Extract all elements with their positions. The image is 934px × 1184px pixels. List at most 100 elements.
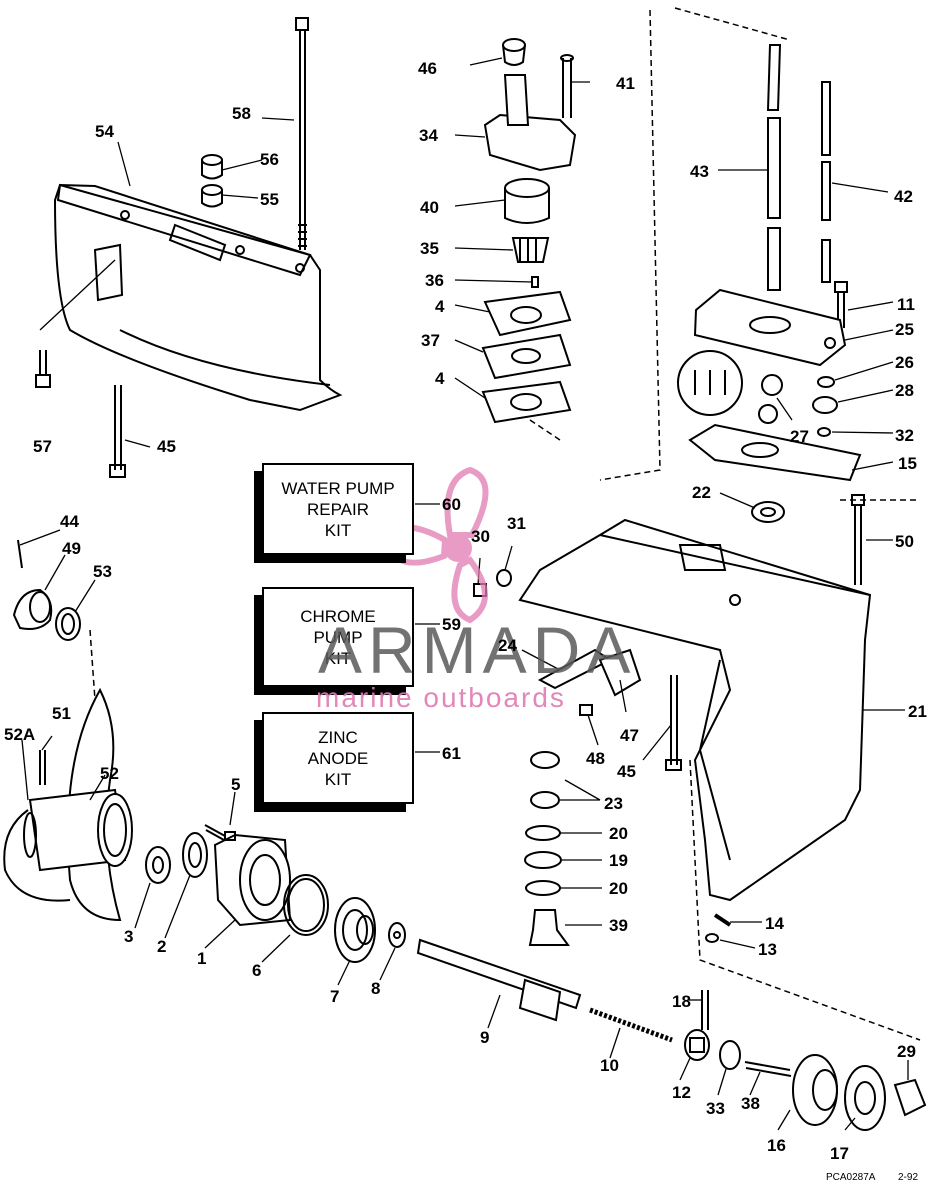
label-55: 55 [260, 190, 279, 209]
gearcase-21 [518, 518, 872, 902]
label-9: 9 [480, 1028, 490, 1047]
thrust-bearing-19 [524, 851, 562, 869]
label-20-bottom: 20 [609, 879, 628, 898]
o-ring-6 [283, 874, 329, 936]
kit-line: KIT [324, 520, 352, 540]
label-14: 14 [765, 914, 784, 933]
kit-line: PUMP [313, 627, 363, 647]
grommet-55 [201, 184, 223, 208]
thrust-washer-20-bottom [525, 880, 561, 896]
seal-26 [817, 376, 835, 388]
cover-25 [693, 288, 847, 367]
washer-53 [55, 607, 81, 641]
kit-line: KIT [324, 769, 352, 789]
seal-detail-icon [677, 350, 743, 416]
bearing-22 [751, 501, 785, 523]
pin-18 [701, 990, 709, 1030]
stud-45-left [109, 385, 126, 478]
label-53: 53 [93, 562, 112, 581]
zinc-anode-kit-box: ZINC ANODE KIT [262, 712, 414, 804]
label-45-right: 45 [617, 762, 636, 781]
leader-lines [19, 57, 909, 1131]
label-19: 19 [609, 851, 628, 870]
thrust-washer-20-top [525, 825, 561, 841]
label-41: 41 [616, 74, 635, 93]
seal-2 [182, 832, 208, 878]
label-13: 13 [758, 940, 777, 959]
label-36: 36 [425, 271, 444, 290]
label-37: 37 [421, 331, 440, 350]
bearings-23 [530, 751, 560, 809]
long-bolt-58 [295, 17, 309, 250]
key-36 [531, 276, 539, 288]
label-34: 34 [419, 126, 438, 145]
stud-50 [851, 494, 865, 585]
impeller-35 [511, 237, 550, 263]
screw-41 [560, 54, 574, 118]
bearing-carrier-1 [213, 833, 292, 927]
label-7: 7 [330, 987, 340, 1006]
clutch-dog-12 [684, 1029, 710, 1061]
label-49: 49 [62, 539, 81, 558]
label-39: 39 [609, 916, 628, 935]
label-25: 25 [895, 320, 914, 339]
label-27: 27 [790, 427, 809, 446]
label-32: 32 [895, 426, 914, 445]
label-18: 18 [672, 992, 691, 1011]
watermark-brand: ARMADA [318, 613, 637, 687]
label-33: 33 [706, 1099, 725, 1118]
gasket-4-top [483, 290, 572, 337]
label-57: 57 [33, 437, 52, 456]
label-22: 22 [692, 483, 711, 502]
plate-37 [481, 333, 572, 380]
anode-47 [598, 648, 642, 697]
label-26: 26 [895, 353, 914, 372]
cotter-pin-44 [17, 539, 23, 569]
screw-48 [579, 704, 593, 716]
screw-57 [35, 350, 51, 388]
shift-rod-42 [821, 81, 831, 283]
label-52: 52 [100, 764, 119, 783]
label-4-bottom: 4 [435, 369, 445, 388]
label-1: 1 [197, 949, 207, 968]
label-50: 50 [895, 532, 914, 551]
label-3: 3 [124, 927, 134, 946]
label-61: 61 [442, 744, 461, 763]
driveshaft-43 [766, 44, 782, 291]
pinion-39 [528, 909, 570, 946]
label-59: 59 [442, 615, 461, 634]
kit-line: ANODE [307, 748, 369, 768]
label-12: 12 [672, 1083, 691, 1102]
kit-line: CHROME [300, 606, 376, 626]
bearing-17 [844, 1065, 886, 1131]
spring-10 [589, 1007, 673, 1043]
label-52a: 52A [4, 725, 36, 744]
label-6: 6 [252, 961, 262, 980]
retainer-33 [719, 1040, 741, 1070]
divider-lines [89, 7, 921, 1041]
label-47: 47 [620, 726, 639, 745]
label-24: 24 [498, 636, 517, 655]
thrust-washer-3 [145, 846, 171, 884]
screw-5 [204, 824, 236, 841]
pin-51 [39, 750, 46, 785]
kit-line: WATER PUMP [281, 478, 395, 498]
label-58: 58 [232, 104, 251, 123]
forward-gear-7 [334, 897, 376, 963]
label-16: 16 [767, 1136, 786, 1155]
watermark-tagline: marine outboards [316, 682, 566, 713]
label-4-top: 4 [435, 297, 445, 316]
label-21: 21 [908, 702, 927, 721]
label-43: 43 [690, 162, 709, 181]
seal-28 [812, 396, 838, 414]
label-46: 46 [418, 59, 437, 78]
figure-date: 2-92 [898, 1172, 919, 1183]
label-17: 17 [830, 1144, 849, 1163]
label-35: 35 [420, 239, 439, 258]
label-44: 44 [60, 512, 79, 531]
washer-31 [496, 569, 512, 587]
water-pump-repair-kit-box: WATER PUMP REPAIR KIT [262, 463, 414, 555]
shift-cradle-29 [893, 1078, 927, 1117]
label-5: 5 [231, 775, 241, 794]
